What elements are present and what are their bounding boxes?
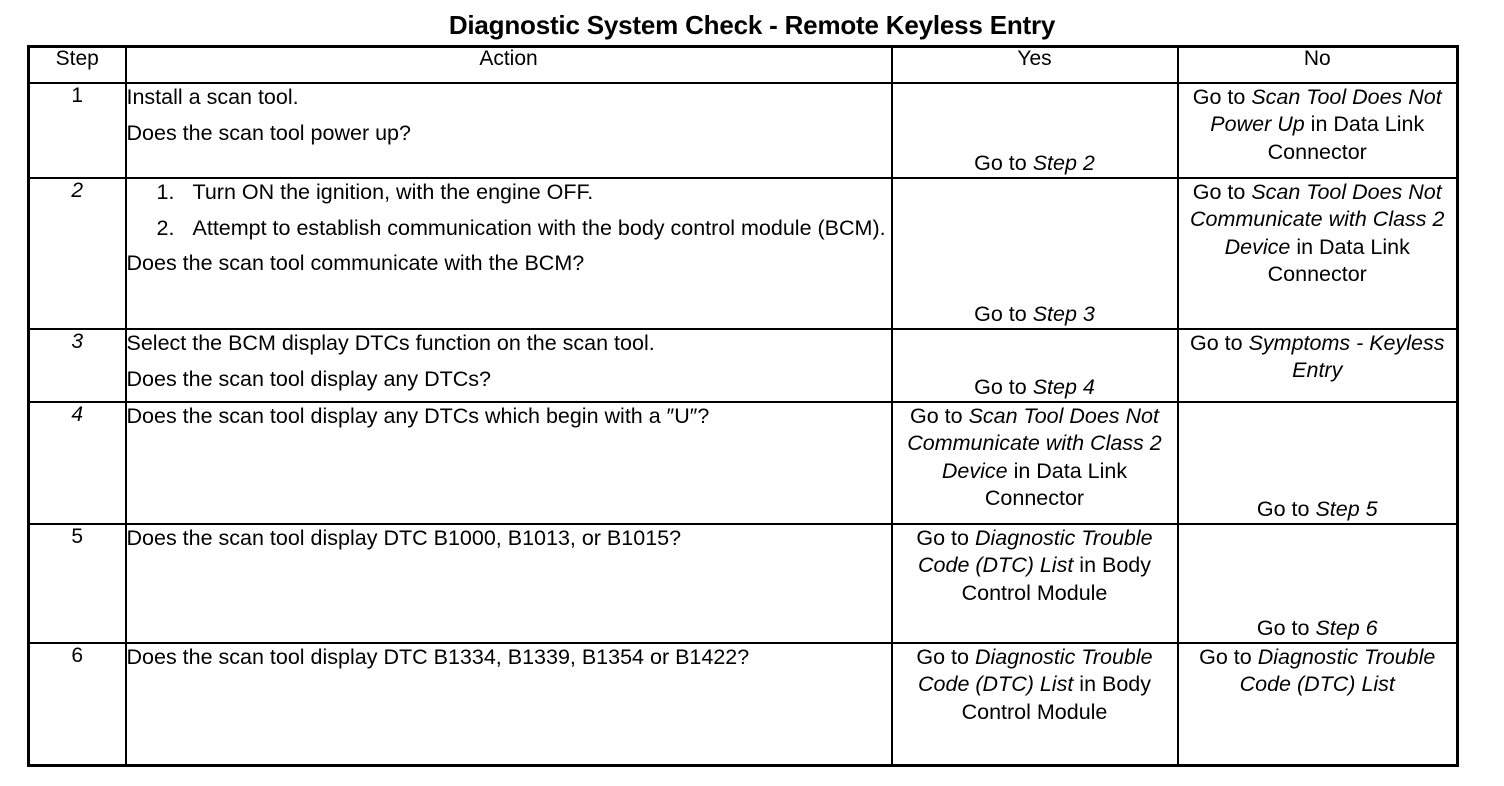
yes-branch-text: Go to Diagnostic Trouble Code (DTC) List…: [916, 526, 1153, 605]
no-branch-cell: Go to Step 5: [1176, 401, 1459, 525]
no-branch-text: Go to Symptoms - Keyless Entry: [1190, 331, 1445, 383]
action-cell: Turn ON the ignition, with the engine OF…: [124, 177, 893, 330]
column-header-step: Step: [27, 45, 127, 84]
no-branch-text: Go to Step 5: [1256, 496, 1378, 521]
step-number-cell: 5: [27, 523, 127, 644]
table-row: 2 Turn ON the ignition, with the engine O…: [27, 177, 1459, 330]
action-text-line: Does the scan tool display DTC B1000, B1…: [126, 526, 682, 550]
reference-link-text: Step 5: [1315, 496, 1378, 521]
action-text-line: Does the scan tool display DTC B1334, B1…: [126, 645, 750, 669]
no-branch-text: Go to Diagnostic Trouble Code (DTC) List: [1199, 645, 1436, 697]
column-header-action: Action: [124, 45, 893, 84]
no-branch-cell: Go to Step 6: [1176, 523, 1459, 644]
column-header-no: No: [1176, 45, 1459, 84]
step-number: 4: [71, 403, 84, 426]
diagnostic-table: Step Action Yes No 1 Install a scan tool.…: [27, 45, 1459, 767]
no-branch-cell: Go to Scan Tool Does Not Power Up in Dat…: [1176, 82, 1459, 179]
step-number-cell: 3: [27, 328, 127, 403]
yes-branch-cell: Go to Diagnostic Trouble Code (DTC) List…: [890, 642, 1179, 767]
no-branch-cell: Go to Symptoms - Keyless Entry: [1176, 328, 1459, 403]
table-body: 1 Install a scan tool. Does the scan tool …: [27, 82, 1459, 767]
action-text-line: Install a scan tool.: [126, 85, 299, 109]
reference-link-text: Step 2: [1032, 150, 1095, 175]
action-cell: Install a scan tool. Does the scan tool p…: [124, 82, 893, 179]
action-cell: Does the scan tool display DTC B1000, B1…: [124, 523, 893, 644]
reference-link-text: Step 4: [1032, 374, 1095, 399]
no-branch-text: Go to Scan Tool Does Not Communicate wit…: [1189, 180, 1445, 286]
table-row: 1 Install a scan tool. Does the scan tool …: [27, 82, 1459, 179]
no-branch-text: Go to Step 6: [1256, 615, 1378, 640]
step-number-cell: 6: [27, 642, 127, 767]
no-branch-text: Go to Scan Tool Does Not Power Up in Dat…: [1192, 85, 1442, 164]
reference-link-text: Diagnostic Trouble Code (DTC) List: [1239, 645, 1436, 697]
action-step-item: Attempt to establish communication with …: [157, 215, 886, 242]
action-cell: Select the BCM display DTCs function on …: [124, 328, 893, 403]
yes-branch-text: Go to Step 3: [974, 301, 1095, 326]
reference-link-text: Scan Tool Does Not Power Up: [1210, 85, 1442, 137]
yes-branch-cell: Go to Scan Tool Does Not Communicate wit…: [890, 401, 1179, 525]
step-number: 1: [71, 84, 84, 107]
reference-link-text: Diagnostic Trouble Code (DTC) List: [918, 526, 1153, 578]
action-text-line: Does the scan tool display any DTCs?: [126, 366, 491, 391]
column-header-yes: Yes: [890, 45, 1179, 84]
table-row: 3 Select the BCM display DTCs function on…: [27, 328, 1459, 403]
action-text-line: Does the scan tool display any DTCs whic…: [126, 404, 710, 428]
reference-link-text: Scan Tool Does Not Communicate with Clas…: [1189, 180, 1445, 259]
yes-branch-text: Go to Step 2: [974, 150, 1095, 175]
yes-branch-text: Go to Scan Tool Does Not Communicate wit…: [907, 404, 1162, 510]
yes-branch-cell: Go to Step 2: [890, 82, 1179, 179]
step-number-cell: 4: [27, 401, 127, 525]
action-step-item: Turn ON the ignition, with the engine OF…: [157, 179, 594, 206]
step-number: 3: [71, 330, 84, 353]
yes-branch-text: Go to Diagnostic Trouble Code (DTC) List…: [916, 645, 1153, 724]
table-row: 6 Does the scan tool display DTC B1334, B…: [27, 642, 1459, 767]
reference-link-text: Diagnostic Trouble Code (DTC) List: [918, 645, 1153, 697]
action-cell: Does the scan tool display DTC B1334, B1…: [124, 642, 893, 767]
yes-branch-cell: Go to Step 3: [890, 177, 1179, 330]
reference-link-text: Step 3: [1032, 301, 1095, 326]
yes-branch-cell: Go to Diagnostic Trouble Code (DTC) List…: [890, 523, 1179, 644]
reference-link-text: Step 6: [1315, 615, 1378, 640]
table-header: Step Action Yes No: [27, 45, 1459, 84]
action-text-line: Select the BCM display DTCs function on …: [126, 331, 655, 355]
reference-link-text: Scan Tool Does Not Communicate with Clas…: [907, 404, 1162, 483]
no-branch-cell: Go to Scan Tool Does Not Communicate wit…: [1176, 177, 1459, 330]
reference-link-text: Symptoms - Keyless Entry: [1248, 331, 1445, 383]
no-branch-cell: Go to Diagnostic Trouble Code (DTC) List: [1176, 642, 1459, 767]
yes-branch-text: Go to Step 4: [974, 374, 1095, 399]
yes-branch-cell: Go to Step 4: [890, 328, 1179, 403]
action-text-line: Does the scan tool communicate with the …: [126, 251, 585, 276]
step-number-cell: 1: [27, 82, 127, 179]
page-title: Diagnostic System Check - Remote Keyless…: [448, 10, 1056, 40]
step-number: 6: [71, 644, 84, 667]
table-row: 5 Does the scan tool display DTC B1000, B…: [27, 523, 1459, 644]
table-row: 4 Does the scan tool display any DTCs whi…: [27, 401, 1459, 525]
step-number: 5: [71, 525, 84, 548]
action-text-line: Does the scan tool power up?: [126, 120, 411, 145]
step-number-cell: 2: [27, 177, 127, 330]
action-step-list: Turn ON the ignition, with the engine OF…: [127, 179, 891, 242]
header-row: Step Action Yes No: [27, 45, 1459, 84]
action-cell: Does the scan tool display any DTCs whic…: [124, 401, 893, 525]
step-number: 2: [71, 179, 84, 202]
